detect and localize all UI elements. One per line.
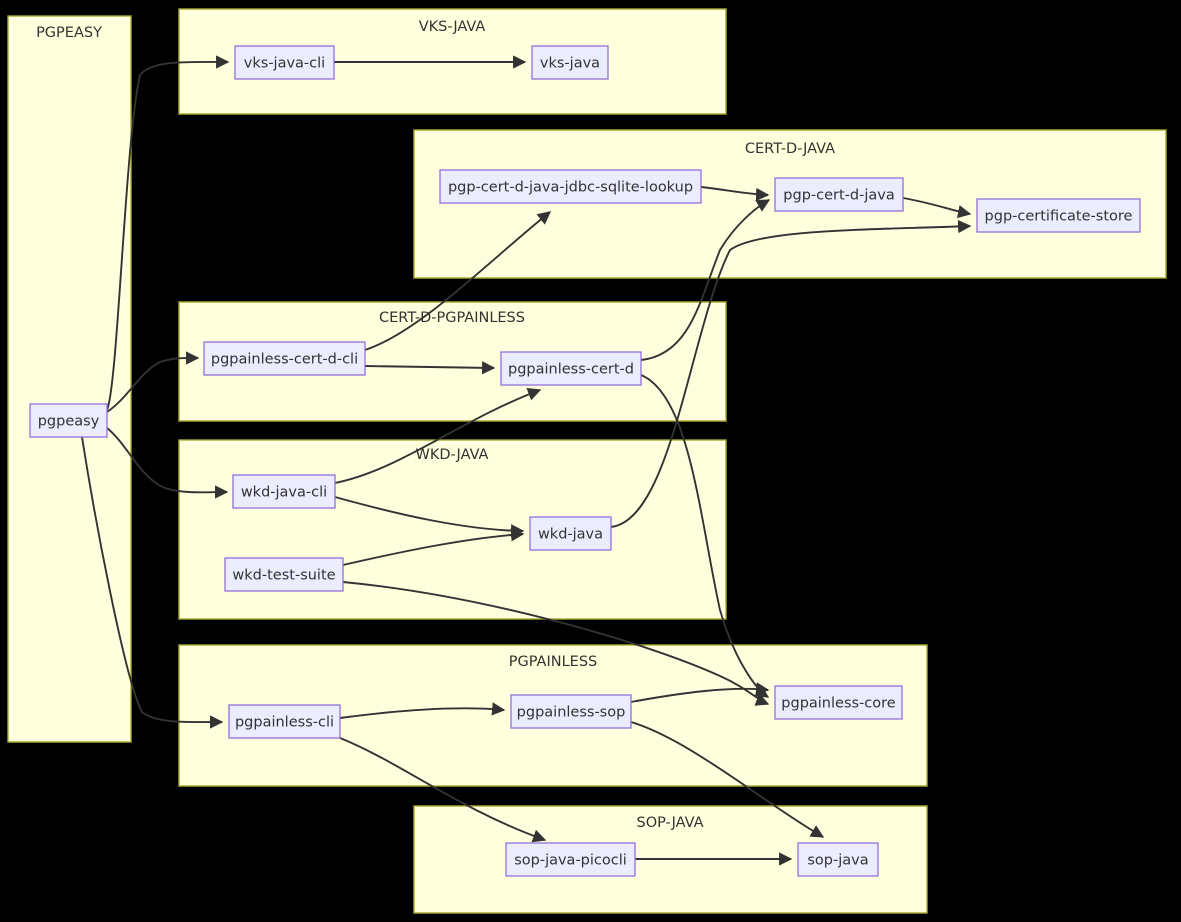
edge-pgpainless-sop-to-pgpainless-core bbox=[630, 682, 770, 703]
edge-wkd-java-cli-to-pgpainless-cert-d bbox=[334, 387, 542, 484]
node-label: pgpainless-cli bbox=[235, 715, 334, 731]
cluster-label: PGPAINLESS bbox=[509, 654, 598, 670]
node-label: pgpainless-sop bbox=[517, 705, 626, 721]
node-label: pgp-cert-d-java-jdbc-sqlite-lookup bbox=[448, 180, 693, 196]
node-wkd-java[interactable]: wkd-java bbox=[529, 516, 612, 551]
node-box[interactable] bbox=[510, 694, 632, 729]
node-label: pgpainless-cert-d-cli bbox=[211, 352, 358, 368]
node-label: pgpainless-cert-d bbox=[508, 362, 634, 378]
node-pgp-cert-d-java-jdbc-sqlite-lookup[interactable]: pgp-cert-d-java-jdbc-sqlite-lookup bbox=[439, 169, 702, 204]
node-label: vks-java-cli bbox=[244, 56, 325, 72]
edge-wkd-java-to-pgp-certificate-store bbox=[610, 219, 972, 528]
edge-pgpainless-cli-to-sop-java-picocli bbox=[339, 737, 547, 843]
node-box[interactable] bbox=[29, 403, 108, 438]
node-wkd-java-cli[interactable]: wkd-java-cli bbox=[232, 474, 336, 509]
node-label: wkd-java-cli bbox=[241, 485, 327, 501]
cluster-label: VKS-JAVA bbox=[419, 19, 486, 35]
node-pgpeasy[interactable]: pgpeasy bbox=[29, 403, 108, 438]
node-label: wkd-test-suite bbox=[232, 568, 335, 584]
edge-pgpeasy-to-wkd-java-cli bbox=[106, 427, 229, 499]
cluster-label: SOP-JAVA bbox=[636, 815, 703, 831]
cluster-label: CERT-D-JAVA bbox=[745, 141, 835, 157]
node-label: sop-java-picocli bbox=[514, 853, 627, 869]
node-label: pgpeasy bbox=[38, 414, 100, 430]
cluster-pgpeasy: PGPEASY bbox=[7, 15, 132, 743]
edge-layer bbox=[81, 55, 972, 866]
node-label: pgpainless-core bbox=[781, 696, 895, 712]
node-box[interactable] bbox=[505, 842, 636, 877]
node-wkd-test-suite[interactable]: wkd-test-suite bbox=[224, 557, 344, 592]
node-label: wkd-java bbox=[538, 527, 603, 543]
node-box[interactable] bbox=[234, 45, 335, 80]
node-pgpainless-cli[interactable]: pgpainless-cli bbox=[228, 704, 341, 739]
node-pgp-certificate-store[interactable]: pgp-certificate-store bbox=[976, 198, 1141, 233]
edge-wkd-test-suite-to-pgpainless-core bbox=[342, 581, 770, 706]
edge-wkd-test-suite-to-wkd-java bbox=[342, 528, 525, 566]
node-box[interactable] bbox=[774, 177, 904, 212]
edge-pgpainless-cert-d-to-pgpainless-core bbox=[640, 374, 770, 698]
edge-pgpainless-cert-d-cli-to-pgp-cert-d-java-jdbc-sqlite-lookup bbox=[364, 211, 552, 351]
node-label: pgp-certificate-store bbox=[985, 209, 1133, 225]
node-box[interactable] bbox=[232, 474, 336, 509]
node-box[interactable] bbox=[797, 842, 879, 877]
edge-pgpeasy-to-vks-java-cli bbox=[106, 55, 230, 411]
node-box[interactable] bbox=[224, 557, 344, 592]
node-box[interactable] bbox=[976, 198, 1141, 233]
node-pgp-cert-d-java[interactable]: pgp-cert-d-java bbox=[774, 177, 904, 212]
cluster-label: PGPEASY bbox=[36, 25, 102, 41]
cluster-box bbox=[178, 439, 727, 620]
edge-wkd-java-cli-to-wkd-java bbox=[334, 496, 525, 538]
node-vks-java[interactable]: vks-java bbox=[531, 45, 609, 80]
node-box[interactable] bbox=[439, 169, 702, 204]
edge-pgpeasy-to-pgpainless-cli bbox=[81, 436, 224, 729]
node-box[interactable] bbox=[529, 516, 612, 551]
edge-pgp-cert-d-java-jdbc-sqlite-lookup-to-pgp-cert-d-java bbox=[700, 186, 770, 202]
node-pgpainless-sop[interactable]: pgpainless-sop bbox=[510, 694, 632, 729]
edge-pgpainless-cert-d-cli-to-pgpainless-cert-d bbox=[364, 361, 496, 375]
node-box[interactable] bbox=[203, 341, 366, 376]
cluster-layer: PGPEASY VKS-JAVA CERT-D-JAVA CERT-D-PGPAINL… bbox=[7, 8, 1167, 914]
node-sop-java[interactable]: sop-java bbox=[797, 842, 879, 877]
node-box[interactable] bbox=[531, 45, 609, 80]
node-sop-java-picocli[interactable]: sop-java-picocli bbox=[505, 842, 636, 877]
node-pgpainless-cert-d[interactable]: pgpainless-cert-d bbox=[500, 351, 642, 386]
node-label: sop-java bbox=[807, 853, 868, 869]
edge-pgpainless-cert-d-to-pgp-cert-d-java bbox=[640, 199, 771, 361]
edge-pgp-cert-d-java-to-pgp-certificate-store bbox=[902, 197, 972, 219]
edge-pgpeasy-to-pgpainless-cert-d-cli bbox=[106, 351, 200, 413]
node-vks-java-cli[interactable]: vks-java-cli bbox=[234, 45, 335, 80]
node-box[interactable] bbox=[774, 685, 903, 720]
node-layer: pgpeasy vks-java-cli vks-java pgp-cert-d-ja… bbox=[29, 45, 1141, 877]
node-pgpainless-cert-d-cli[interactable]: pgpainless-cert-d-cli bbox=[203, 341, 366, 376]
edge-pgpainless-cli-to-pgpainless-sop bbox=[339, 702, 506, 719]
cluster-label: CERT-D-PGPAINLESS bbox=[379, 310, 525, 326]
node-label: pgp-cert-d-java bbox=[783, 188, 894, 204]
cluster-wkd_java: WKD-JAVA bbox=[178, 439, 727, 620]
node-box[interactable] bbox=[228, 704, 341, 739]
cluster-box bbox=[7, 15, 132, 743]
cluster-label: WKD-JAVA bbox=[416, 447, 489, 463]
node-label: vks-java bbox=[540, 56, 600, 72]
node-box[interactable] bbox=[500, 351, 642, 386]
edge-pgpainless-sop-to-sop-java bbox=[630, 721, 825, 838]
node-pgpainless-core[interactable]: pgpainless-core bbox=[774, 685, 903, 720]
